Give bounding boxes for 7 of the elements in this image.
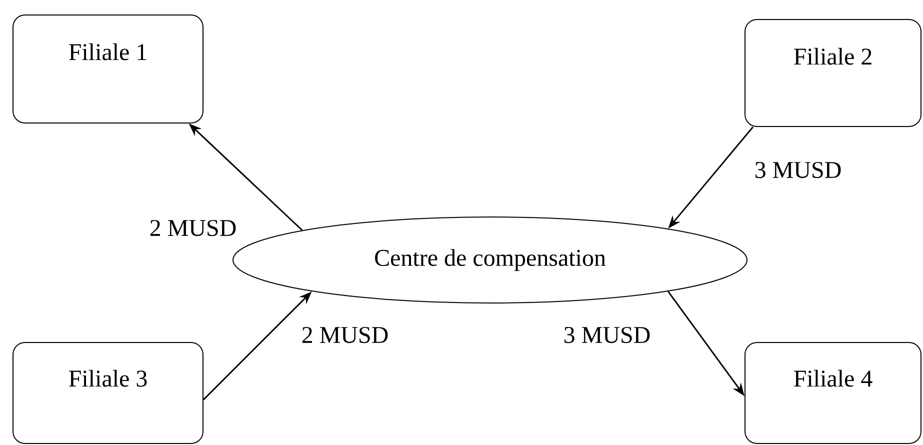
edge-label: 2 MUSD: [300, 326, 390, 344]
rounded-box: Filiale 1: [12, 14, 204, 124]
rounded-box: Filiale 2: [744, 19, 922, 127]
edge-label: 3 MUSD: [562, 326, 652, 344]
rounded-box: Filiale 3: [12, 342, 204, 444]
rounded-box: Filiale 4: [744, 342, 922, 444]
edge-label: 3 MUSD: [753, 160, 843, 180]
